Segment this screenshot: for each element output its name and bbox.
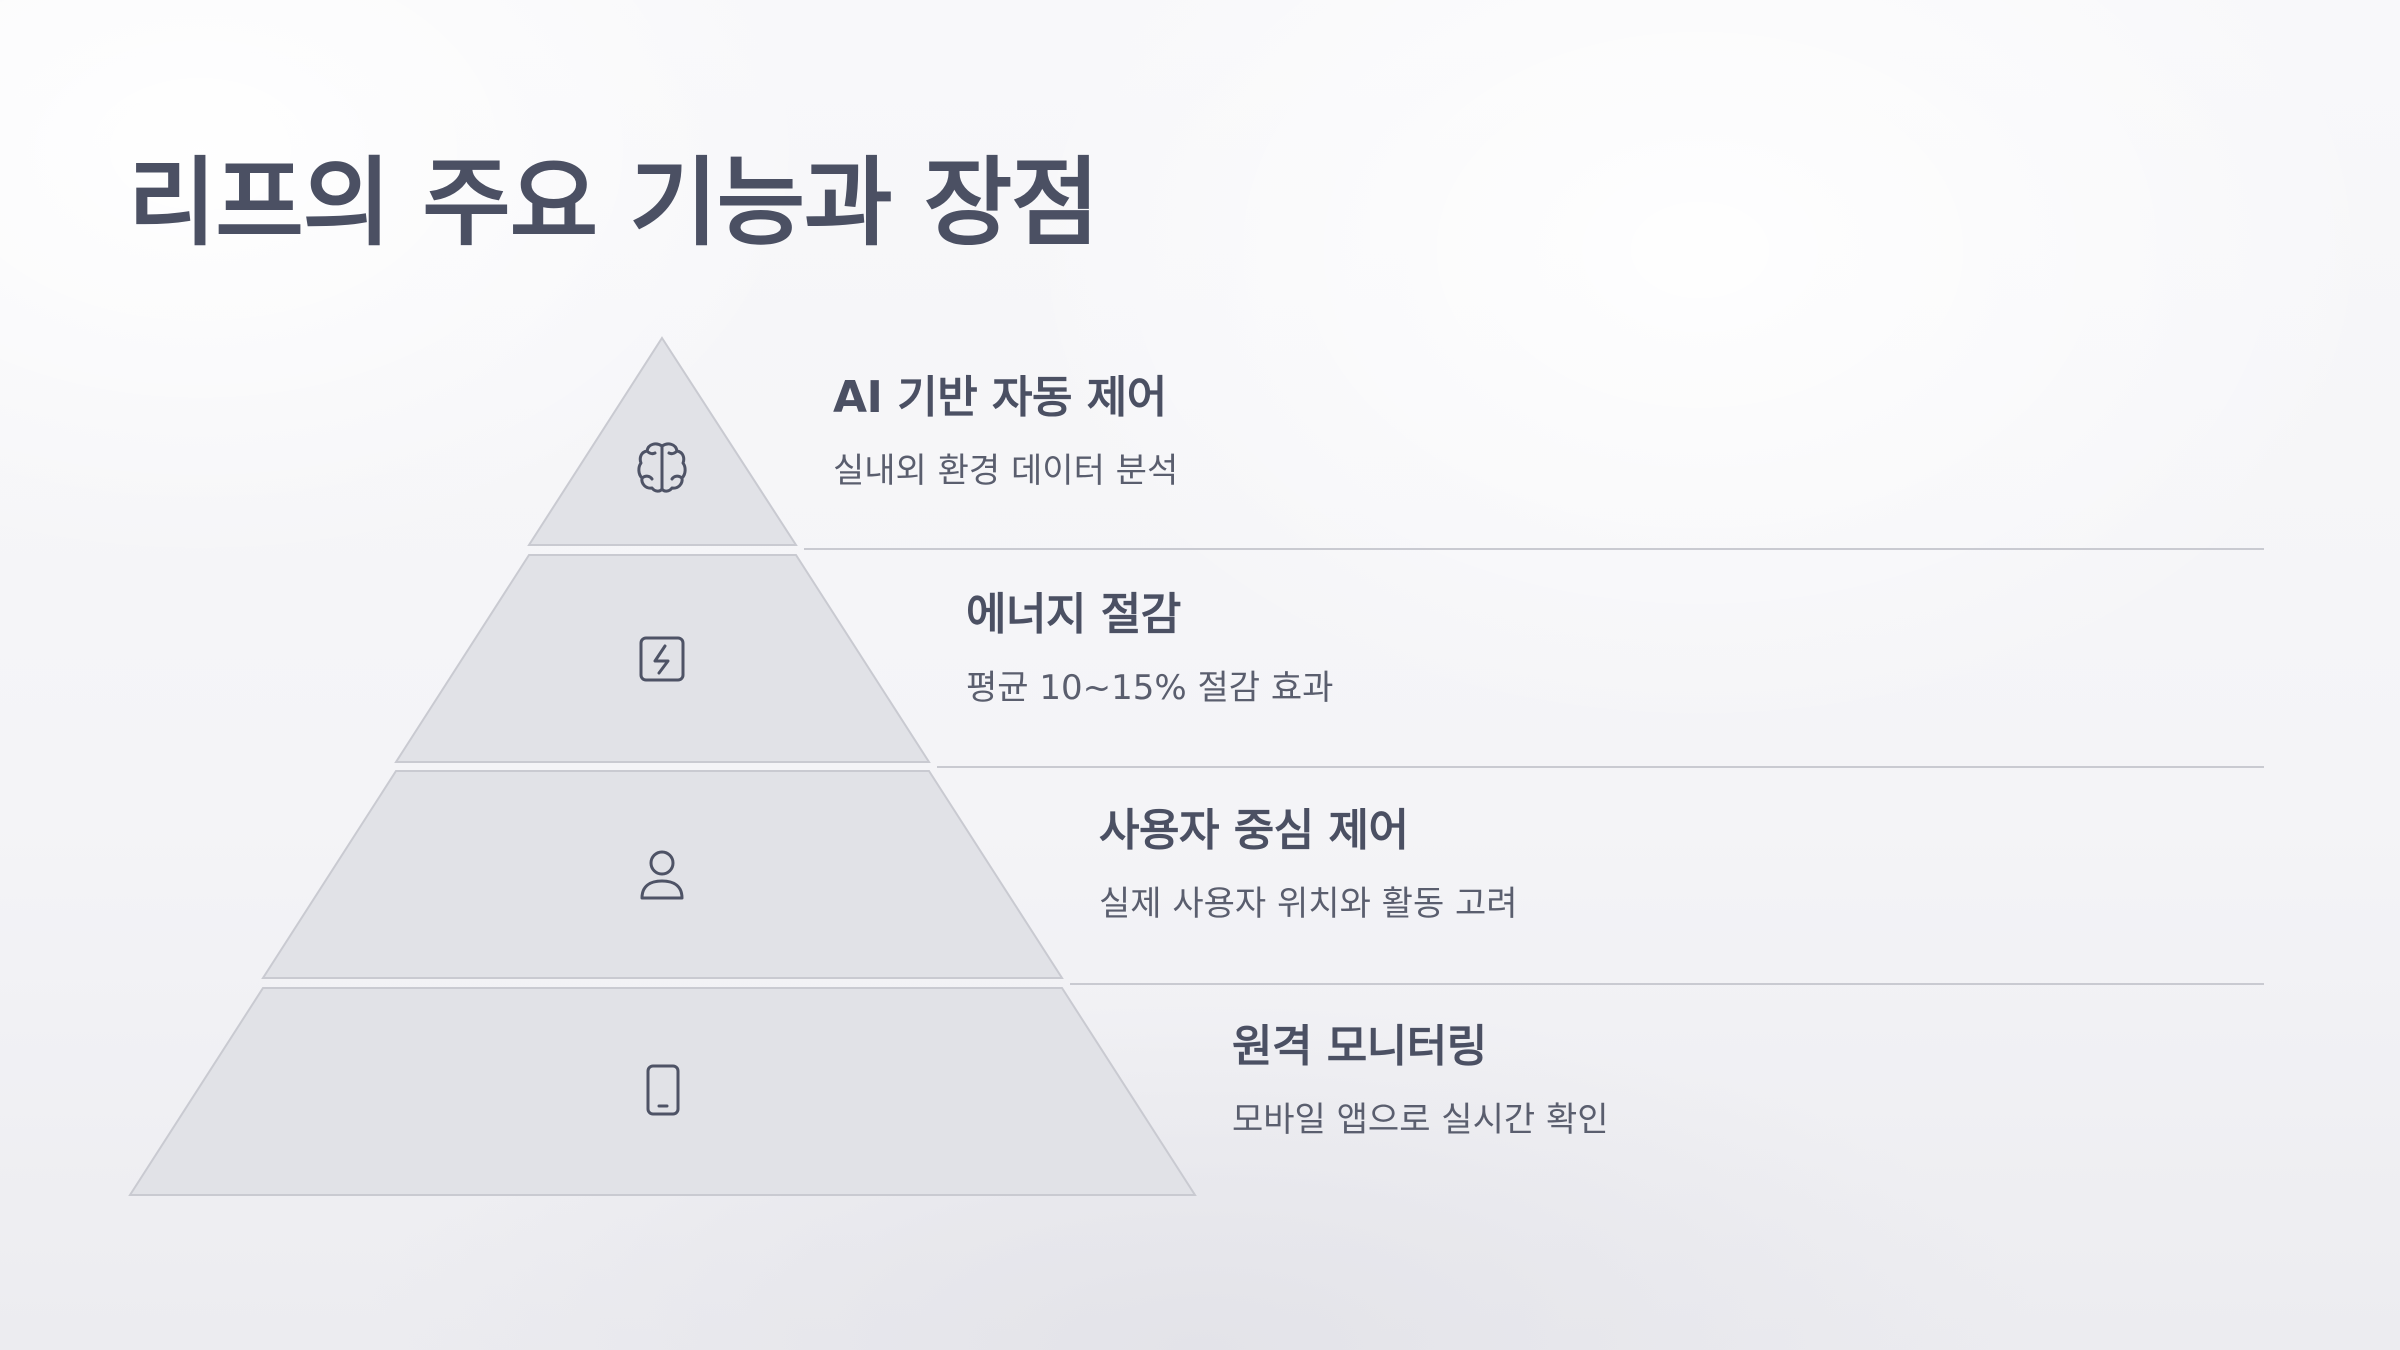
- tier-2-description: 평균 10~15% 절감 효과: [966, 667, 1334, 708]
- tier-label-4: 원격 모니터링 모바일 앱으로 실시간 확인: [1232, 1021, 1609, 1141]
- slide-title: 리프의 주요 기능과 장점: [128, 147, 1099, 259]
- tier-3-title: 사용자 중심 제어: [1099, 805, 1409, 856]
- tier-label-3: 사용자 중심 제어 실제 사용자 위치와 활동 고려: [1099, 805, 1518, 925]
- tier-label-2: 에너지 절감 평균 10~15% 절감 효과: [966, 589, 1333, 709]
- pyramid-tier-1: [527, 336, 798, 546]
- tier-3-description: 실제 사용자 위치와 활동 고려: [1099, 883, 1518, 924]
- tier-1-description: 실내외 환경 데이터 분석: [833, 450, 1179, 491]
- pyramid-tier-4: [128, 987, 1197, 1196]
- tier-label-1: AI 기반 자동 제어 실내외 환경 데이터 분석: [833, 372, 1178, 492]
- user-icon: [640, 850, 684, 900]
- tier-1-title: AI 기반 자동 제어: [833, 372, 1167, 423]
- smartphone-icon: [646, 1064, 680, 1116]
- tier-2-title: 에너지 절감: [966, 589, 1181, 640]
- tier-4-title: 원격 모니터링: [1232, 1021, 1487, 1072]
- tier-4-description: 모바일 앱으로 실시간 확인: [1232, 1099, 1609, 1140]
- lightning-icon: [639, 636, 685, 682]
- pyramid-tier-2: [394, 554, 931, 763]
- brain-icon: [637, 442, 687, 493]
